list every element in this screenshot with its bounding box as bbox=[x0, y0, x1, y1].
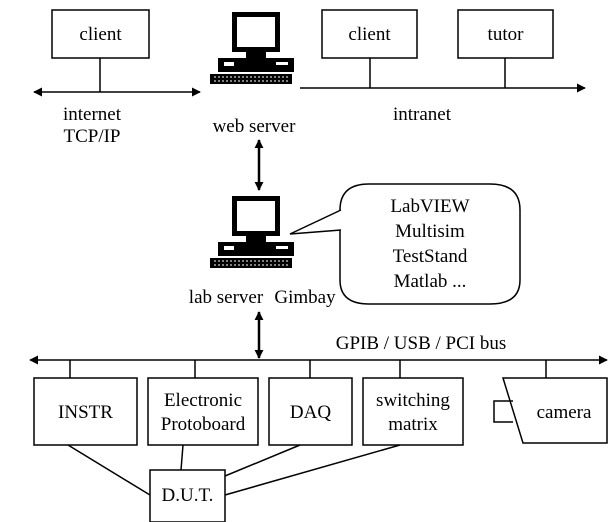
camera-body bbox=[501, 377, 608, 444]
switching-matrix-box bbox=[362, 377, 464, 446]
web-server-label: web server bbox=[213, 116, 296, 137]
internet-label: internet bbox=[63, 104, 122, 125]
dut-wire bbox=[224, 444, 301, 477]
gimbay-label: Gimbay bbox=[274, 287, 336, 308]
protoboard-box bbox=[147, 377, 259, 446]
software-item: LabVIEW bbox=[390, 196, 469, 217]
internet-client-box bbox=[51, 9, 150, 59]
protoboard-label-1: Electronic bbox=[164, 390, 242, 411]
bus-label: GPIB / USB / PCI bus bbox=[336, 333, 507, 354]
intranet-label: intranet bbox=[393, 104, 452, 125]
dut-wire bbox=[224, 444, 401, 496]
software-item: Multisim bbox=[395, 221, 465, 242]
tutor-box bbox=[457, 9, 554, 59]
camera-lens-icon bbox=[493, 400, 513, 423]
intranet-client-label: client bbox=[348, 24, 391, 45]
lab-server-computer-icon bbox=[209, 195, 295, 269]
software-item: TestStand bbox=[393, 246, 468, 267]
switching-label-1: switching bbox=[376, 390, 450, 411]
protoboard-label-2: Protoboard bbox=[161, 414, 246, 435]
switching-label-2: matrix bbox=[388, 414, 438, 435]
tutor-label: tutor bbox=[488, 24, 525, 45]
software-item: Matlab ... bbox=[394, 271, 467, 292]
daq-box bbox=[268, 377, 353, 446]
web-server-computer-icon bbox=[209, 11, 295, 85]
dut-wire bbox=[180, 444, 184, 471]
instr-box bbox=[33, 377, 138, 446]
tcpip-label: TCP/IP bbox=[63, 126, 120, 147]
daq-label: DAQ bbox=[290, 402, 331, 423]
instr-label: INSTR bbox=[58, 402, 113, 423]
dut-label: D.U.T. bbox=[162, 485, 214, 506]
callout-pointer bbox=[289, 209, 342, 235]
dut-box bbox=[149, 469, 226, 522]
internet-client-label: client bbox=[79, 24, 122, 45]
software-callout bbox=[339, 183, 521, 305]
camera-label: camera bbox=[537, 402, 592, 423]
intranet-client-box bbox=[321, 9, 418, 59]
dut-wire bbox=[67, 444, 151, 496]
lab-server-label: lab server bbox=[189, 287, 264, 308]
